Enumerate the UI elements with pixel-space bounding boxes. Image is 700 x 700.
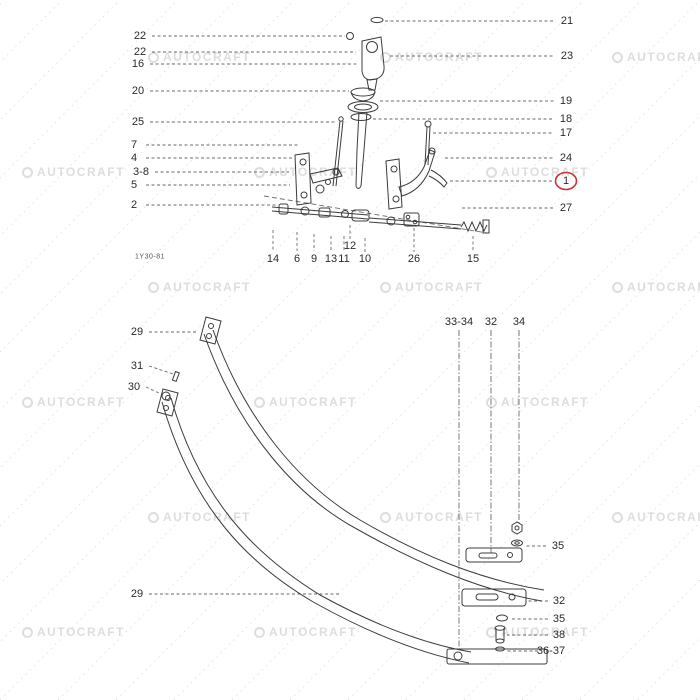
callout-17: 17 <box>559 127 573 139</box>
watermark-text: AUTOCRAFT <box>395 280 483 294</box>
callout-13: 13 <box>324 253 338 265</box>
callout-29-b: 29 <box>130 588 144 600</box>
watermark-text: AUTOCRAFT <box>627 50 700 64</box>
callout-9: 9 <box>310 253 318 265</box>
gear-shift-lever-assembly <box>271 16 490 234</box>
watermark: AUTOCRAFT <box>254 395 357 409</box>
callout-16: 16 <box>131 58 145 70</box>
callout-2: 2 <box>130 199 138 211</box>
watermark-text: AUTOCRAFT <box>269 625 357 639</box>
watermark: AUTOCRAFT <box>254 625 357 639</box>
watermark: AUTOCRAFT <box>380 510 483 524</box>
callout-23: 23 <box>560 50 574 62</box>
callout-7: 7 <box>130 139 138 151</box>
callout-27: 27 <box>559 202 573 214</box>
watermark-text: AUTOCRAFT <box>163 280 251 294</box>
watermark-ring-logo-icon <box>380 281 391 293</box>
callout-38: 38 <box>552 629 566 641</box>
watermark-ring-logo-icon <box>612 511 623 523</box>
watermark-text: AUTOCRAFT <box>627 280 700 294</box>
watermark-text: AUTOCRAFT <box>501 625 589 639</box>
callout-35-b: 35 <box>552 613 566 625</box>
callout-5: 5 <box>130 179 138 191</box>
shift-rails-assembly <box>156 316 548 665</box>
callout-18: 18 <box>559 113 573 125</box>
callout-4: 4 <box>130 152 138 164</box>
callout-32-top: 32 <box>484 316 498 328</box>
highlight-circle <box>554 171 578 191</box>
watermark: AUTOCRAFT <box>486 165 589 179</box>
callout-14: 14 <box>266 253 280 265</box>
watermark-ring-logo-icon <box>254 396 265 408</box>
callout-35-a: 35 <box>551 540 565 552</box>
watermark: AUTOCRAFT <box>22 165 125 179</box>
watermark-text: AUTOCRAFT <box>627 510 700 524</box>
watermark: AUTOCRAFT <box>148 280 251 294</box>
watermark: AUTOCRAFT <box>612 280 700 294</box>
watermark-ring-logo-icon <box>612 51 623 63</box>
callout-31: 31 <box>130 360 144 372</box>
watermark: AUTOCRAFT <box>380 280 483 294</box>
callout-33-34: 33-34 <box>444 316 474 328</box>
drawing-code: 1Y30-81 <box>135 253 165 261</box>
watermark: AUTOCRAFT <box>612 510 700 524</box>
callout-6: 6 <box>293 253 301 265</box>
callout-10: 10 <box>358 253 372 265</box>
watermark: AUTOCRAFT <box>148 510 251 524</box>
watermark-text: AUTOCRAFT <box>37 165 125 179</box>
callout-32-right: 32 <box>552 595 566 607</box>
callout-15: 15 <box>466 253 480 265</box>
callout-36-37: 36-37 <box>536 645 566 657</box>
watermark-text: AUTOCRAFT <box>163 510 251 524</box>
callout-25: 25 <box>131 116 145 128</box>
watermark: AUTOCRAFT <box>22 625 125 639</box>
callout-11: 11 <box>338 253 350 265</box>
watermark-text: AUTOCRAFT <box>395 510 483 524</box>
callout-21: 21 <box>560 15 574 27</box>
callout-22-a: 22 <box>133 30 147 42</box>
watermark-ring-logo-icon <box>148 51 159 63</box>
watermark: AUTOCRAFT <box>148 50 251 64</box>
watermark-ring-logo-icon <box>22 396 33 408</box>
watermark: AUTOCRAFT <box>22 395 125 409</box>
watermark-ring-logo-icon <box>22 626 33 638</box>
callout-29-a: 29 <box>130 326 144 338</box>
callout-34: 34 <box>512 316 526 328</box>
watermark-text: AUTOCRAFT <box>163 50 251 64</box>
callout-22-b: 22 <box>133 46 147 58</box>
watermark: AUTOCRAFT <box>486 395 589 409</box>
watermark-ring-logo-icon <box>148 281 159 293</box>
watermark-text: AUTOCRAFT <box>37 395 125 409</box>
callout-20: 20 <box>131 85 145 97</box>
watermark-text: AUTOCRAFT <box>501 395 589 409</box>
callout-24: 24 <box>559 152 573 164</box>
watermark-ring-logo-icon <box>612 281 623 293</box>
leader-lines-bottom <box>145 330 548 652</box>
leader-lines-top <box>146 20 555 252</box>
watermark-ring-logo-icon <box>22 166 33 178</box>
watermark-ring-logo-icon <box>380 511 391 523</box>
callout-1-highlighted: 1 <box>562 175 570 187</box>
watermark: AUTOCRAFT <box>612 50 700 64</box>
watermark-text: AUTOCRAFT <box>501 165 589 179</box>
watermark-text: AUTOCRAFT <box>37 625 125 639</box>
callout-12: 12 <box>343 240 357 252</box>
watermark-ring-logo-icon <box>254 626 265 638</box>
watermark-ring-logo-icon <box>486 166 497 178</box>
watermark-text: AUTOCRAFT <box>395 50 483 64</box>
callout-30: 30 <box>127 381 141 393</box>
callout-26: 26 <box>407 253 421 265</box>
watermark-ring-logo-icon <box>148 511 159 523</box>
watermark-ring-logo-icon <box>486 396 497 408</box>
watermark-ring-logo-icon <box>380 51 391 63</box>
callout-19: 19 <box>559 95 573 107</box>
callout-3-8: 3-8 <box>133 166 149 178</box>
watermark: AUTOCRAFT <box>380 50 483 64</box>
watermark-text: AUTOCRAFT <box>269 395 357 409</box>
